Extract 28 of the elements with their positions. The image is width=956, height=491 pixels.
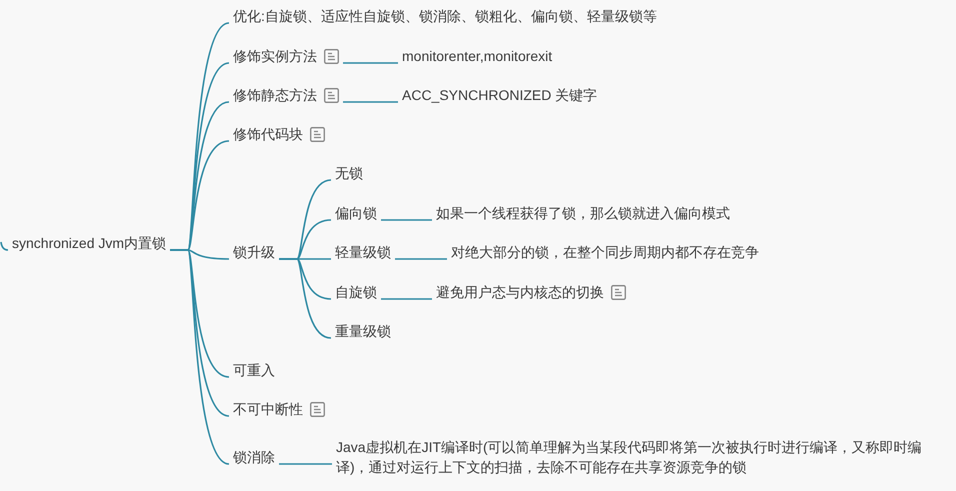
topic-label: 修饰实例方法 [233, 47, 317, 66]
branch-line [279, 258, 332, 339]
topic-label: ACC_SYNCHRONIZED 关键字 [398, 85, 602, 105]
branch-line [0, 242, 8, 251]
topic-label: 如果一个线程获得了锁，那么锁就进入偏向模式 [432, 203, 734, 223]
branch-line [343, 62, 398, 64]
topic-label: 自旋锁 [331, 282, 381, 302]
topic-label: 锁升级 [229, 242, 279, 262]
topic-label: 修饰静态方法 [233, 86, 317, 105]
topic-label: 对绝大部分的锁，在整个同步周期内都不存在竞争 [447, 242, 763, 262]
topic-label: monitorenter,monitorexit [398, 46, 556, 66]
topic-label: synchronized Jvm内置锁 [8, 233, 170, 253]
topic-label: 避免用户态与内核态的切换 [436, 283, 604, 302]
topic-label: 轻量级锁 [331, 242, 395, 262]
branch-line [343, 101, 398, 103]
topic-label: 修饰代码块 [233, 125, 303, 144]
branch-line [279, 463, 332, 465]
topic-label: 重量级锁 [331, 321, 395, 341]
topic-label: 可重入 [229, 360, 279, 380]
branch-line [395, 258, 447, 260]
topic-label: 无锁 [331, 163, 367, 183]
branch-line [381, 298, 432, 300]
topic-label: Java虚拟机在JIT编译时(可以简单理解为当某段代码即将第一次被执行时进行编译，又称即时编译)，通过对运行上下文的扫描，去除不可能存在共享资源竞争的锁 [332, 437, 936, 477]
branch-line [381, 219, 432, 221]
topic-label: 优化:自旋锁、适应性自旋锁、锁消除、锁粗化、偏向锁、轻量级锁等 [229, 6, 661, 26]
topic-label: 偏向锁 [331, 203, 381, 223]
topic-label: 锁消除 [229, 447, 279, 467]
topic-label: 不可中断性 [233, 400, 303, 419]
